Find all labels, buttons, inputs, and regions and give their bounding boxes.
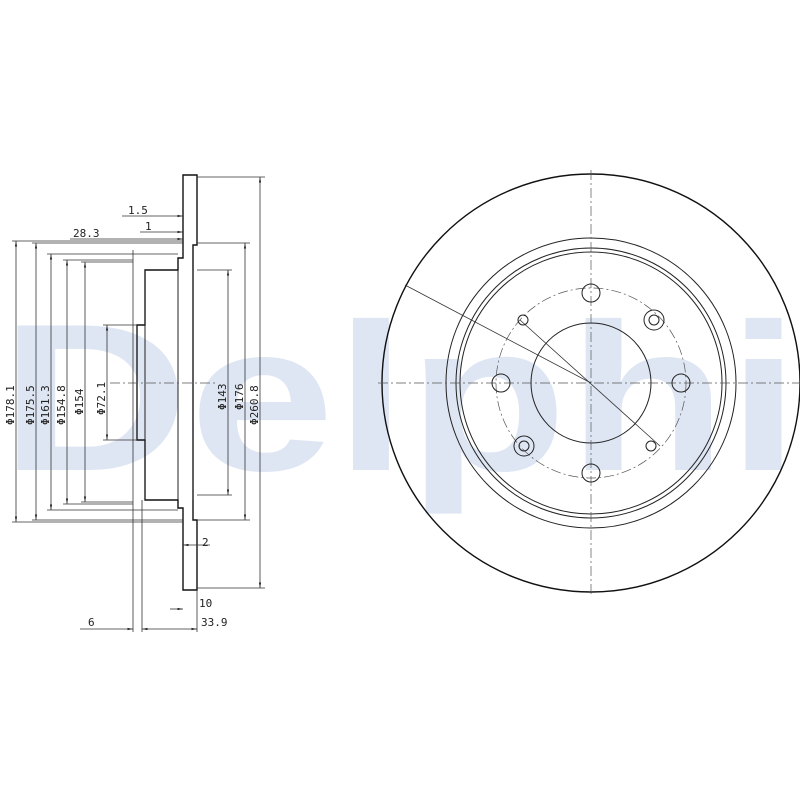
dim-260-8: Φ260.8 <box>248 385 261 425</box>
dim-154-8: Φ154.8 <box>55 385 68 425</box>
dim-161-3: Φ161.3 <box>39 385 52 425</box>
dim-143: Φ143 <box>216 384 229 411</box>
dim-72-1: Φ72.1 <box>95 382 108 415</box>
dim-28-3: 28.3 <box>73 227 100 240</box>
dim-33-9: 33.9 <box>201 616 228 629</box>
dim-6: 6 <box>88 616 95 629</box>
dim-1: 1 <box>145 220 152 233</box>
dim-1-5: 1.5 <box>128 204 148 217</box>
dim-154: Φ154 <box>73 388 86 415</box>
dim-175-5: Φ175.5 <box>24 385 37 425</box>
dim-178-1: Φ178.1 <box>4 385 17 425</box>
dim-2: 2 <box>202 536 209 549</box>
dim-10: 10 <box>199 597 212 610</box>
dim-176: Φ176 <box>233 384 246 411</box>
